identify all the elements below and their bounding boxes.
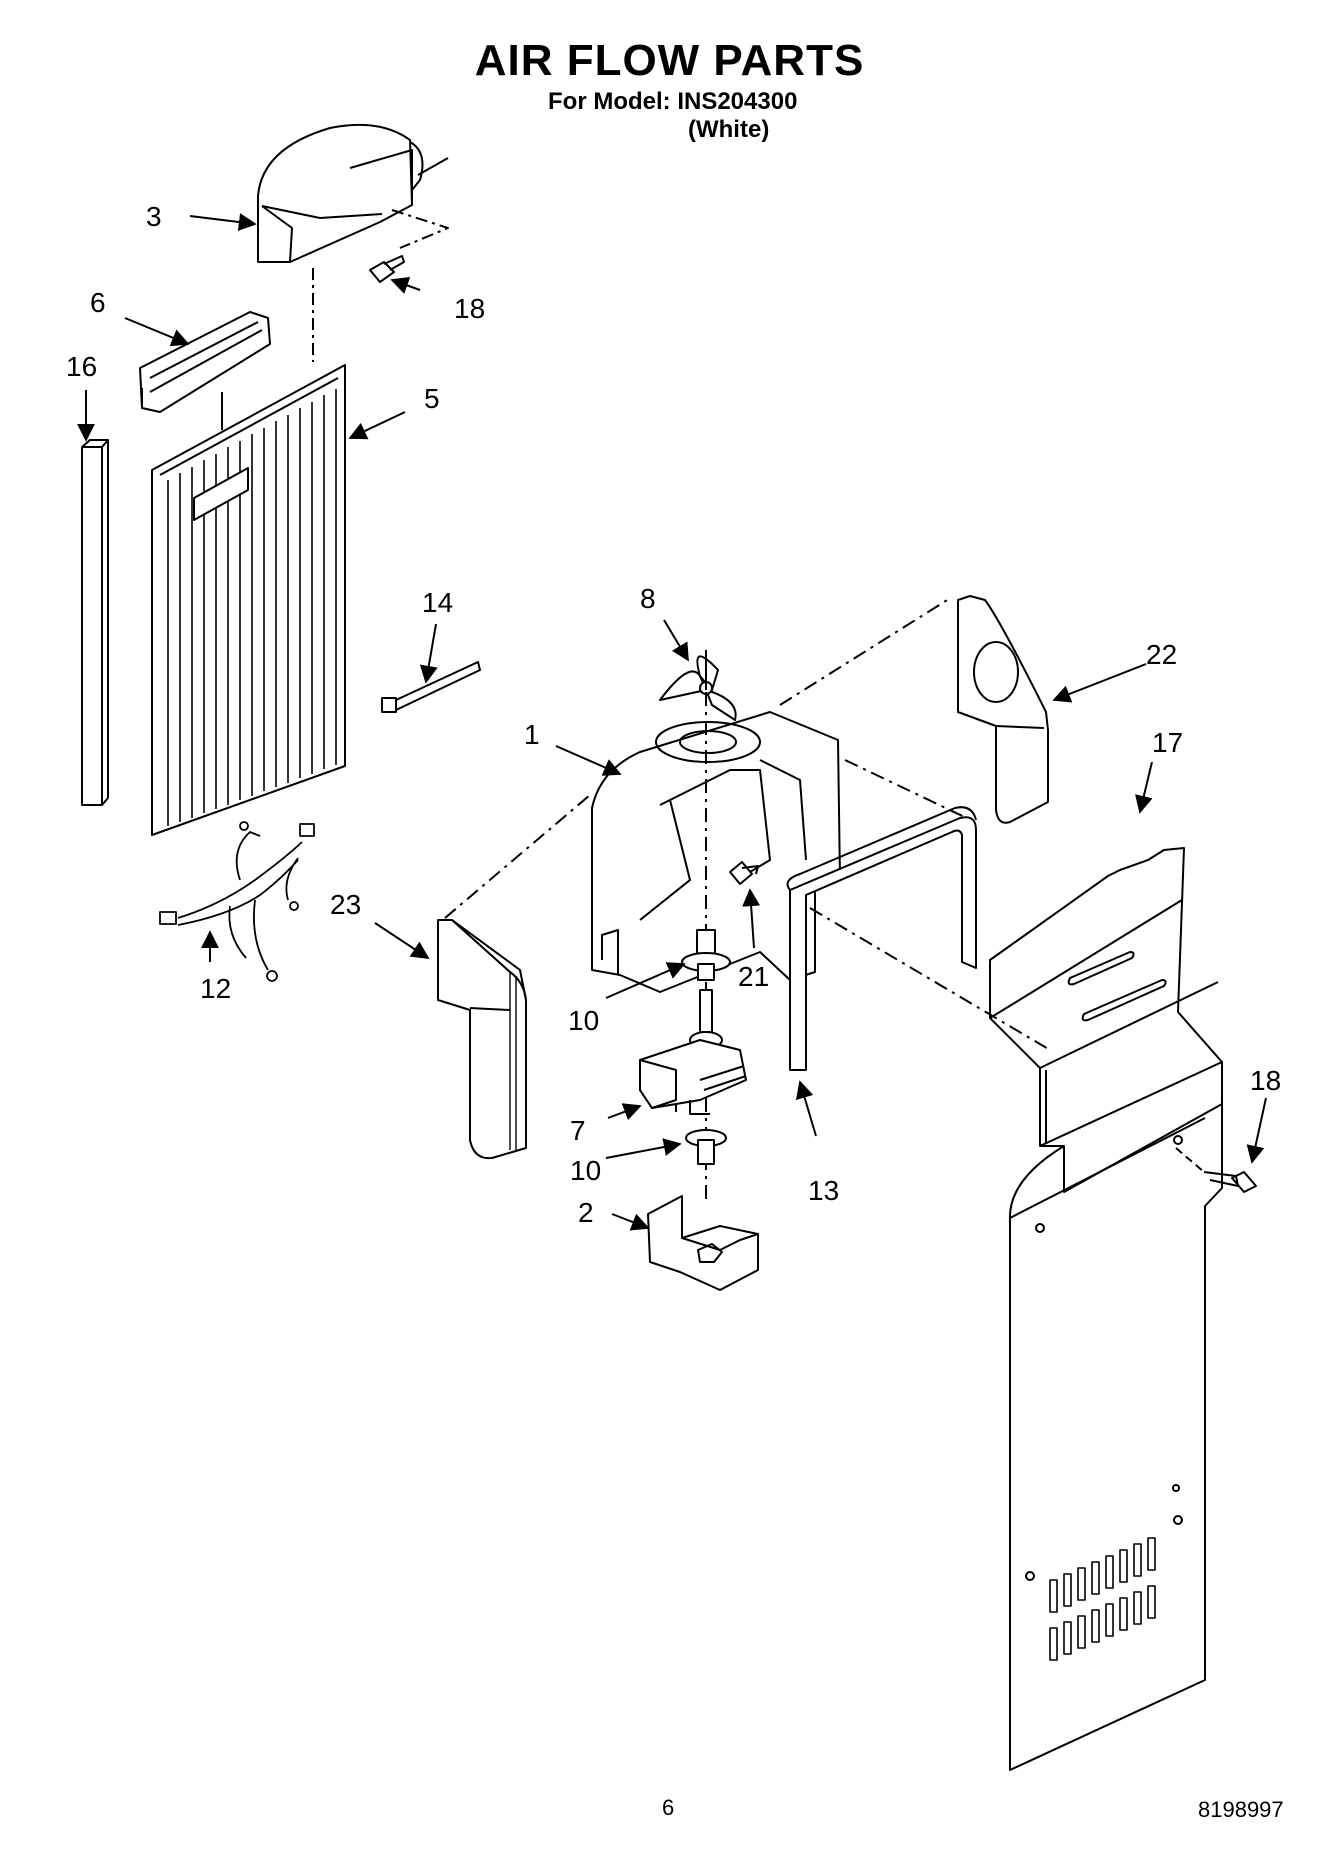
callout-12: 12 [200,973,231,1004]
callout-2: 2 [578,1197,594,1228]
callout-8: 8 [640,583,656,614]
part-16-seal-strip [81,439,109,806]
callout-5: 5 [424,383,440,414]
callout-10-lower: 10 [570,1155,601,1186]
part-10-grommet-upper [681,929,731,981]
part-3-air-duct [257,123,449,263]
callout-18-lower: 18 [1250,1065,1281,1096]
part-18-screw-lower [1203,1171,1257,1193]
callouts: 3 18 6 16 5 14 8 22 1 17 23 21 12 10 18 … [66,201,1281,1228]
model-number: For Model: INS204300 [548,88,798,115]
callout-18-upper: 18 [454,293,485,324]
callout-10-upper: 10 [568,1005,599,1036]
part-12-wire-harness [159,821,315,982]
callout-21: 21 [738,961,769,992]
part-8-fan-blade [659,650,737,721]
callout-1: 1 [524,719,540,750]
part-14-cable-tie [381,661,481,713]
page-number: 6 [662,1795,675,1820]
part-1-fan-shroud [591,711,841,993]
part-7-fan-motor [639,989,747,1115]
part-21-screw [729,861,759,885]
callout-23: 23 [330,889,361,920]
callout-14: 14 [422,587,453,618]
part-5-evaporator-cover [151,364,346,836]
page-title: AIR FLOW PARTS [474,36,865,85]
part-6-bracket [139,311,271,413]
part-17-evaporator-cover [989,847,1223,1771]
part-23-side-baffle [437,919,527,1160]
callout-16: 16 [66,351,97,382]
part-18-screw-upper [369,255,405,283]
part-2-motor-bracket [647,1195,759,1291]
callout-7: 7 [570,1115,586,1146]
callout-3: 3 [146,201,162,232]
document-number: 8198997 [1198,1797,1284,1822]
model-variant: (White) [688,116,770,143]
callout-17: 17 [1152,727,1183,758]
callout-22: 22 [1146,639,1177,670]
part-13-u-gasket [786,806,977,1071]
callout-6: 6 [90,287,106,318]
callout-13: 13 [808,1175,839,1206]
part-10-grommet-lower [685,1129,727,1165]
part-22-side-plate [957,595,1049,824]
